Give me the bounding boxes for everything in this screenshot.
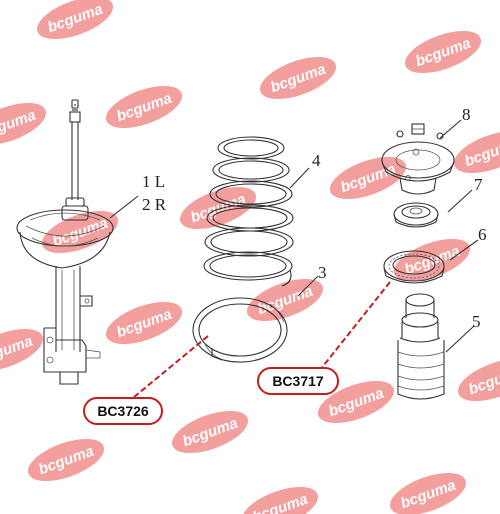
watermark: bcguma bbox=[0, 102, 47, 146]
strut-bearing bbox=[383, 250, 445, 284]
watermark: bcguma bbox=[105, 85, 183, 129]
part-label-6: 6 bbox=[478, 225, 487, 244]
part-label-8: 8 bbox=[462, 105, 471, 124]
watermark: bcguma bbox=[105, 301, 183, 345]
watermark: bcguma bbox=[389, 472, 467, 514]
callout-badge-spring-seat bbox=[83, 397, 163, 425]
watermark: bcguma bbox=[259, 56, 337, 100]
callout-badge-bearing bbox=[257, 367, 339, 395]
bump-stop-dust-boot bbox=[397, 293, 445, 400]
top-strut-mount bbox=[381, 123, 455, 195]
watermark: bcguma bbox=[27, 438, 105, 482]
watermark: bcguma bbox=[457, 358, 500, 402]
bearing-code: BC3717 bbox=[272, 373, 324, 389]
shock-absorber-strut bbox=[16, 99, 114, 385]
callout-leader-spring-seat bbox=[127, 335, 209, 403]
watermark: bcguma bbox=[171, 410, 249, 454]
coil-spring bbox=[203, 136, 294, 287]
leader-lines bbox=[109, 119, 479, 353]
watermark: bcguma bbox=[241, 486, 319, 514]
part-label-1: 1 L bbox=[142, 172, 165, 191]
part-label-5: 5 bbox=[472, 312, 481, 331]
part-label-3: 3 bbox=[318, 263, 327, 282]
watermark: bcguma bbox=[453, 130, 500, 174]
part-label-7: 7 bbox=[474, 175, 483, 194]
callout-leader-bearing bbox=[319, 281, 391, 371]
spring-seat-code: BC3726 bbox=[97, 403, 149, 419]
watermark: bcguma bbox=[404, 30, 482, 74]
part-number-labels: 1 L 2 R 3 4 5 6 7 8 bbox=[142, 105, 487, 331]
code-callouts: BC3726 BC3717 bbox=[83, 281, 391, 425]
part-label-2: 2 R bbox=[142, 195, 167, 214]
watermark: bcguma bbox=[0, 328, 44, 372]
spacer-washer bbox=[393, 202, 439, 228]
part-label-4: 4 bbox=[312, 151, 321, 170]
spring-seat bbox=[192, 297, 288, 363]
watermark: bcguma bbox=[36, 0, 114, 40]
